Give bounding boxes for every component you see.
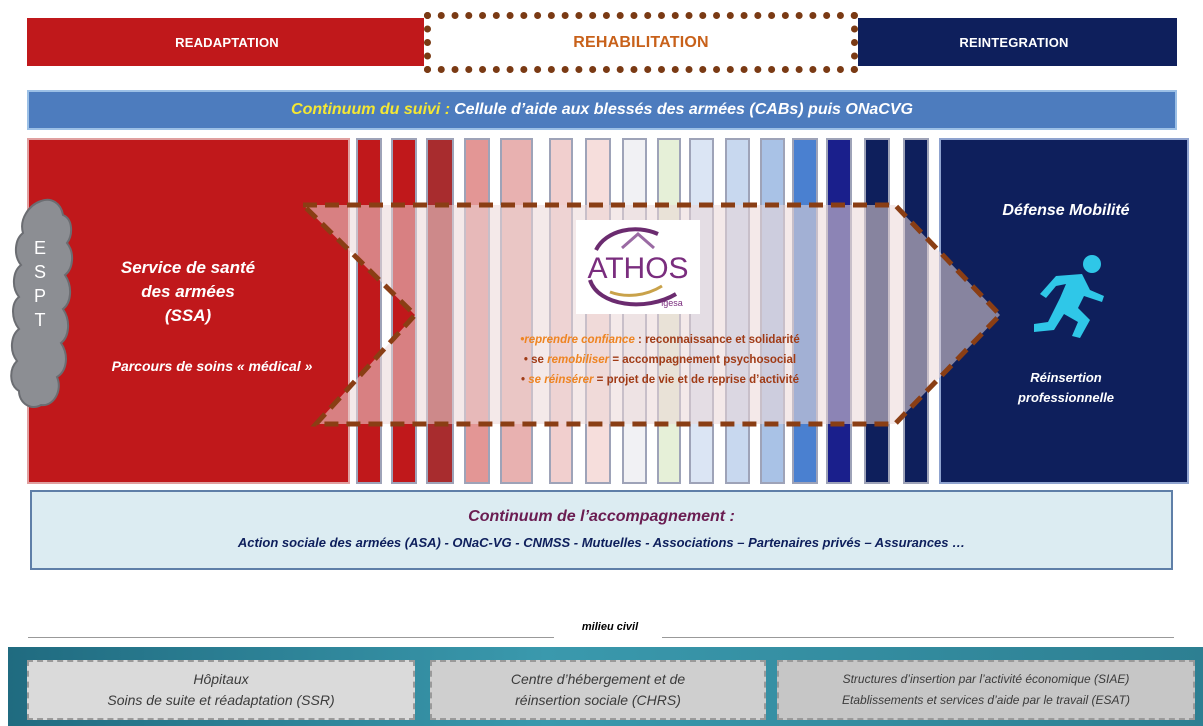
- continuum-suivi-text: Cellule d’aide aux blessés des armées (C…: [454, 101, 913, 118]
- continuum-accompagnement-list: Action sociale des armées (ASA) - ONaC-V…: [237, 535, 966, 550]
- athos-line-rest: = accompagnement psychosocial: [609, 354, 797, 366]
- phase-readaptation: READAPTATION: [27, 18, 427, 66]
- civil-box-line: Hôpitaux: [193, 671, 249, 687]
- continuum-accompagnement-title: Continuum de l’accompagnement :: [468, 508, 735, 525]
- espt-label: E S P T: [20, 236, 60, 332]
- athos-line-rest: : reconnaissance et solidarité: [634, 334, 800, 346]
- civil-divider-left: [28, 637, 554, 638]
- athos-logo: ATHOS igesa: [576, 220, 700, 314]
- civil-box-hopitaux: Hôpitaux Soins de suite et réadaptation …: [27, 660, 415, 720]
- continuum-suivi-prefix: Continuum du suivi :: [291, 101, 451, 118]
- civil-box-line: Soins de suite et réadaptation (SSR): [107, 692, 335, 708]
- civil-box-line: Etablissements et services d’aide par le…: [842, 693, 1130, 707]
- athos-line-lead: •reprendre confiance: [520, 334, 635, 346]
- ssa-line: (SSA): [164, 306, 212, 325]
- continuum-suivi-bar: Continuum du suivi : Cellule d’aide aux …: [27, 90, 1177, 130]
- reinsertion-line: professionnelle: [1017, 390, 1115, 405]
- espt-letter: P: [33, 286, 46, 306]
- ssa-title: Service de santé des armées (SSA): [88, 256, 288, 328]
- civil-divider-right: [662, 637, 1174, 638]
- reinsertion-label: Réinsertion professionnelle: [960, 368, 1172, 408]
- athos-line-2: • se remobiliser = accompagnement psycho…: [450, 350, 870, 370]
- ssa-line: Service de santé: [120, 258, 256, 277]
- athos-logo-icon: ATHOS igesa: [587, 227, 689, 308]
- ssa-panel: [27, 138, 350, 484]
- athos-line-rest: = projet de vie et de reprise d’activité: [593, 374, 799, 386]
- athos-objectives: •reprendre confiance : reconnaissance et…: [450, 330, 870, 390]
- phase-rehabilitation: REHABILITATION: [424, 12, 858, 73]
- defense-mobilite-title: Défense Mobilité: [1002, 202, 1130, 219]
- athos-line-1: •reprendre confiance : reconnaissance et…: [450, 330, 870, 350]
- athos-logo-sub: igesa: [661, 298, 683, 308]
- milieu-civil-label: milieu civil: [581, 621, 639, 633]
- ssa-line: des armées: [141, 282, 235, 301]
- runner-icon: [1034, 255, 1104, 338]
- civil-box-line: réinsertion sociale (CHRS): [515, 692, 681, 708]
- athos-line-lead: • se: [523, 354, 548, 366]
- continuum-accompagnement-box: Continuum de l’accompagnement : Action s…: [30, 490, 1173, 570]
- reinsertion-line: Réinsertion: [1030, 370, 1102, 385]
- civil-box-line: Centre d’hébergement et de: [510, 671, 686, 687]
- civil-box-line: Structures d’insertion par l’activité éc…: [842, 672, 1130, 686]
- civil-box-chrs: Centre d’hébergement et de réinsertion s…: [430, 660, 766, 720]
- phase-reintegration: REINTEGRATION: [851, 18, 1177, 66]
- espt-letter: S: [33, 262, 46, 282]
- athos-logo-text: ATHOS: [587, 252, 688, 285]
- espt-cloud-icon: [10, 198, 73, 409]
- athos-line-highlight: se réinsérer: [528, 374, 594, 386]
- athos-line-highlight: remobiliser: [547, 354, 610, 366]
- ssa-parcours-label: Parcours de soins « médical »: [111, 358, 313, 374]
- athos-line-3: • se réinsérer = projet de vie et de rep…: [450, 370, 870, 390]
- espt-letter: T: [34, 310, 46, 330]
- civil-box-siae-esat: Structures d’insertion par l’activité éc…: [777, 660, 1195, 720]
- espt-letter: E: [33, 238, 46, 258]
- athos-line-lead: •: [521, 374, 529, 386]
